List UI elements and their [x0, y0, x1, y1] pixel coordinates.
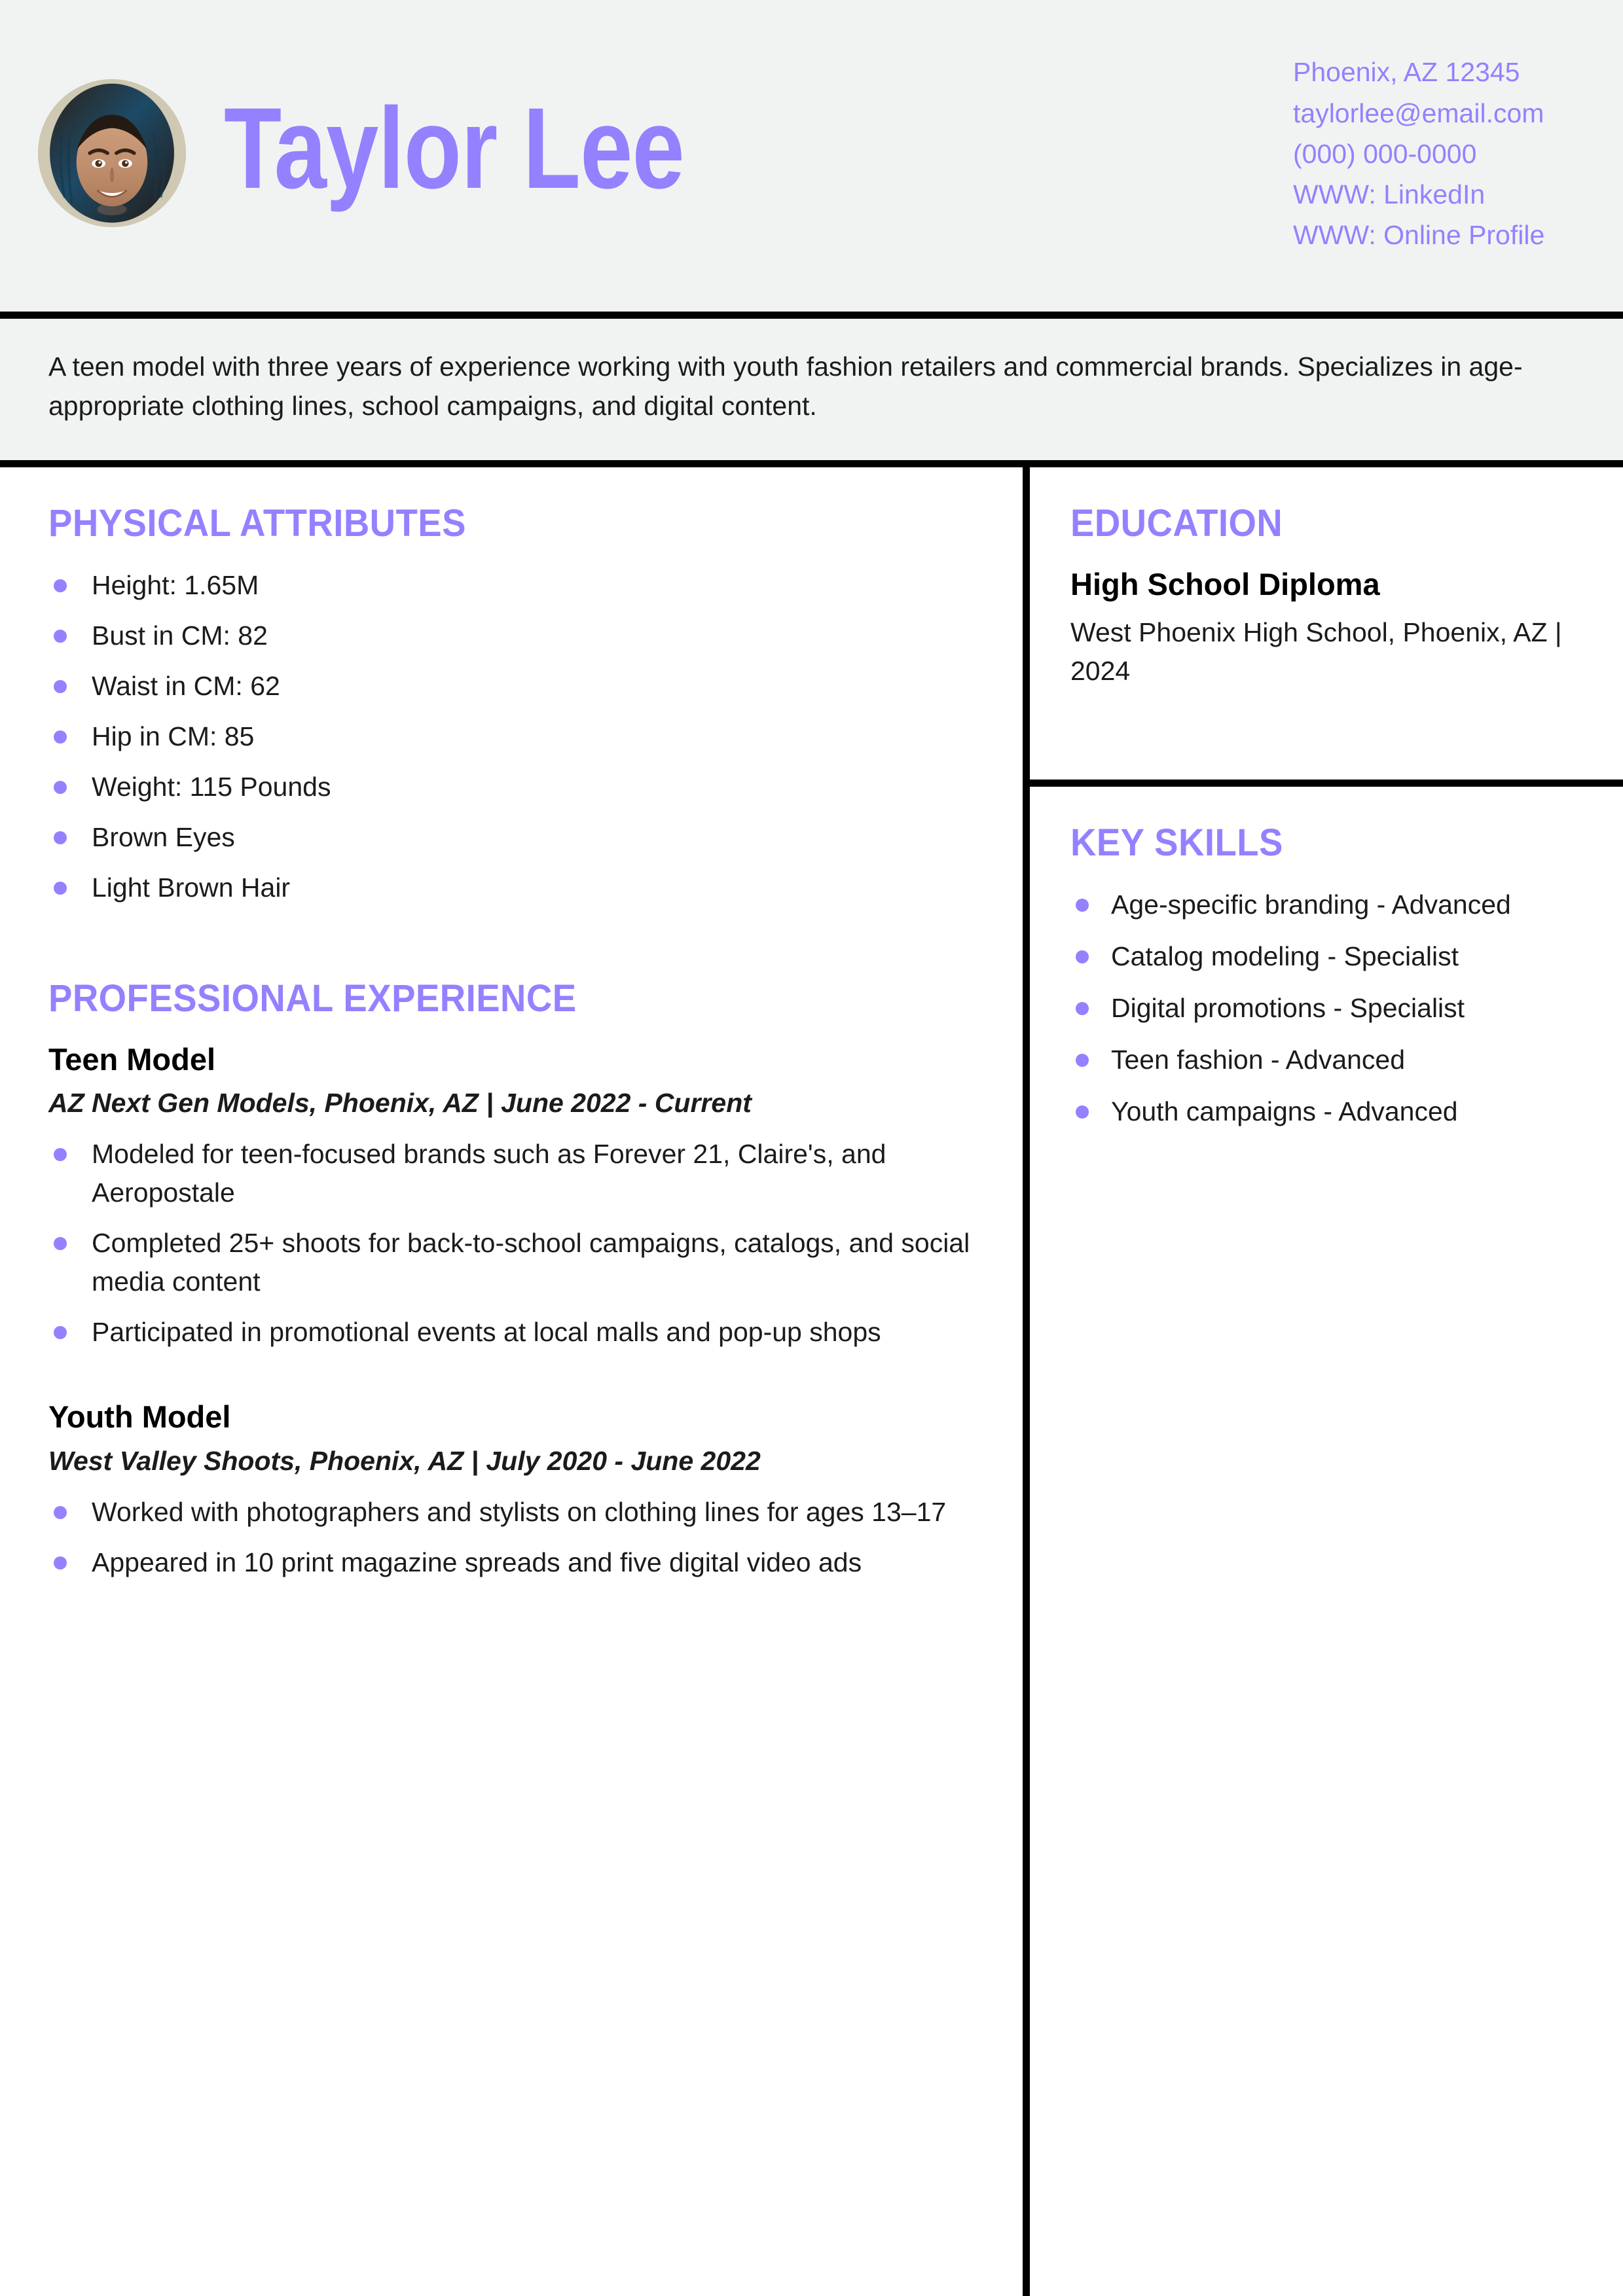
summary-text: A teen model with three years of experie…: [48, 351, 1523, 421]
contact-address: Phoenix, AZ 12345: [1293, 57, 1520, 88]
list-item: Weight: 115 Pounds: [48, 768, 970, 806]
section-title-key-skills: KEY SKILLS: [1070, 821, 1283, 864]
name-block: Taylor Lee: [186, 91, 1293, 206]
section-title-professional-experience: PROFESSIONAL EXPERIENCE: [48, 977, 577, 1020]
job-title: Youth Model: [48, 1399, 231, 1435]
list-item: Height: 1.65M: [48, 566, 970, 605]
job-bullets: Modeled for teen-focused brands such as …: [48, 1135, 970, 1352]
job-meta: West Valley Shoots, Phoenix, AZ | July 2…: [48, 1445, 761, 1476]
contact-phone: (000) 000-0000: [1293, 138, 1477, 169]
list-item: Brown Eyes: [48, 818, 970, 857]
profile-photo-icon: [38, 79, 186, 227]
list-item: Bust in CM: 82: [48, 617, 970, 655]
section-spacer: [48, 919, 970, 979]
list-item: Worked with photographers and stylists o…: [48, 1493, 970, 1532]
key-skills-section: KEY SKILLS Age-specific branding - Advan…: [1030, 787, 1623, 1131]
job-meta: AZ Next Gen Models, Phoenix, AZ | June 2…: [48, 1088, 752, 1119]
education-school: West Phoenix High School, Phoenix, AZ | …: [1070, 617, 1562, 687]
experience-entry-youth-model: Youth Model West Valley Shoots, Phoenix,…: [48, 1399, 970, 1582]
avatar: [38, 79, 186, 227]
job-spacer: [48, 1363, 970, 1392]
left-column: PHYSICAL ATTRIBUTES Height: 1.65M Bust i…: [0, 467, 1030, 2296]
list-item: Digital promotions - Specialist: [1070, 989, 1575, 1028]
list-item: Light Brown Hair: [48, 869, 970, 907]
list-item: Catalog modeling - Specialist: [1070, 937, 1575, 976]
resume-header: Taylor Lee Phoenix, AZ 12345 taylorlee@e…: [0, 0, 1623, 319]
list-item: Teen fashion - Advanced: [1070, 1041, 1575, 1079]
experience-entry-teen-model: Teen Model AZ Next Gen Models, Phoenix, …: [48, 1041, 970, 1352]
contact-list: Phoenix, AZ 12345 taylorlee@email.com (0…: [1293, 52, 1575, 256]
summary-section: A teen model with three years of experie…: [0, 319, 1623, 467]
key-skills-list: Age-specific branding - Advanced Catalog…: [1070, 886, 1575, 1131]
list-item: Hip in CM: 85: [48, 717, 970, 756]
right-column: EDUCATION High School Diploma West Phoen…: [1030, 467, 1623, 2296]
job-bullets: Worked with photographers and stylists o…: [48, 1493, 970, 1582]
list-item: Appeared in 10 print magazine spreads an…: [48, 1543, 970, 1582]
section-title-physical-attributes: PHYSICAL ATTRIBUTES: [48, 501, 466, 545]
physical-attributes-list: Height: 1.65M Bust in CM: 82 Waist in CM…: [48, 566, 970, 907]
contact-linkedin[interactable]: WWW: LinkedIn: [1293, 179, 1486, 210]
list-item: Age-specific branding - Advanced: [1070, 886, 1575, 924]
list-item: Youth campaigns - Advanced: [1070, 1092, 1575, 1131]
list-item: Participated in promotional events at lo…: [48, 1313, 970, 1352]
education-section: EDUCATION High School Diploma West Phoen…: [1030, 467, 1623, 787]
list-item: Modeled for teen-focused brands such as …: [48, 1135, 970, 1212]
education-degree: High School Diploma: [1070, 566, 1380, 601]
list-item: Waist in CM: 62: [48, 667, 970, 706]
contact-email[interactable]: taylorlee@email.com: [1293, 98, 1544, 128]
body-columns: PHYSICAL ATTRIBUTES Height: 1.65M Bust i…: [0, 467, 1623, 2296]
section-title-education: EDUCATION: [1070, 501, 1283, 545]
page-title: Taylor Lee: [224, 84, 685, 213]
list-item: Completed 25+ shoots for back-to-school …: [48, 1224, 970, 1301]
contact-online-profile[interactable]: WWW: Online Profile: [1293, 220, 1545, 251]
job-title: Teen Model: [48, 1041, 216, 1077]
